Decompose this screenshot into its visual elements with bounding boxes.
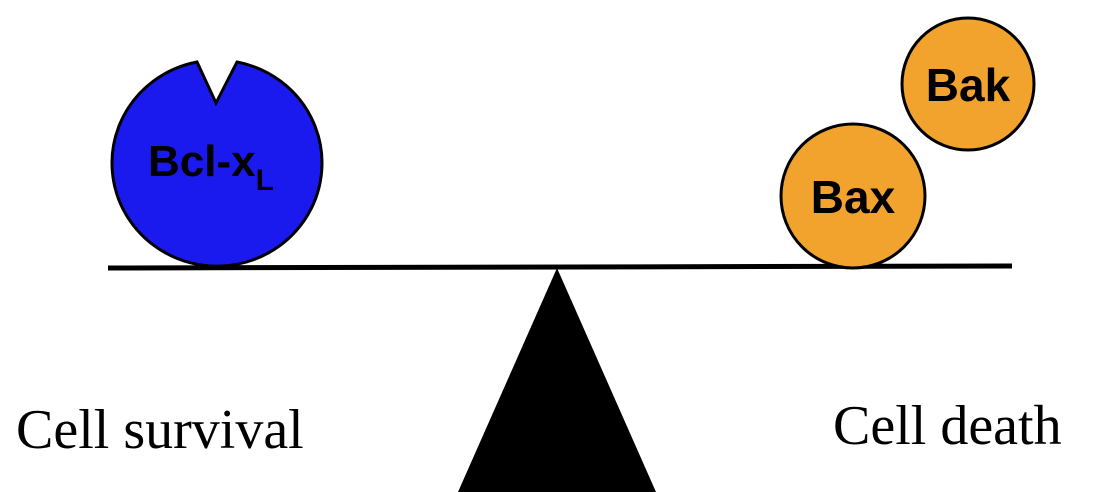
- bcl-xl-label-main: Bcl-x: [148, 137, 256, 186]
- fulcrum-triangle: [458, 268, 656, 492]
- cell-survival-caption: Cell survival: [16, 402, 304, 458]
- bak-molecule: Bak: [902, 18, 1034, 150]
- bcl-xl-molecule: Bcl-xL: [112, 62, 322, 266]
- cell-death-caption: Cell death: [833, 398, 1062, 454]
- bax-label: Bax: [811, 171, 896, 223]
- bcl-xl-label-subscript: L: [256, 164, 274, 197]
- balance-beam: [108, 266, 1012, 268]
- bax-molecule: Bax: [781, 124, 925, 268]
- bak-label: Bak: [926, 59, 1011, 111]
